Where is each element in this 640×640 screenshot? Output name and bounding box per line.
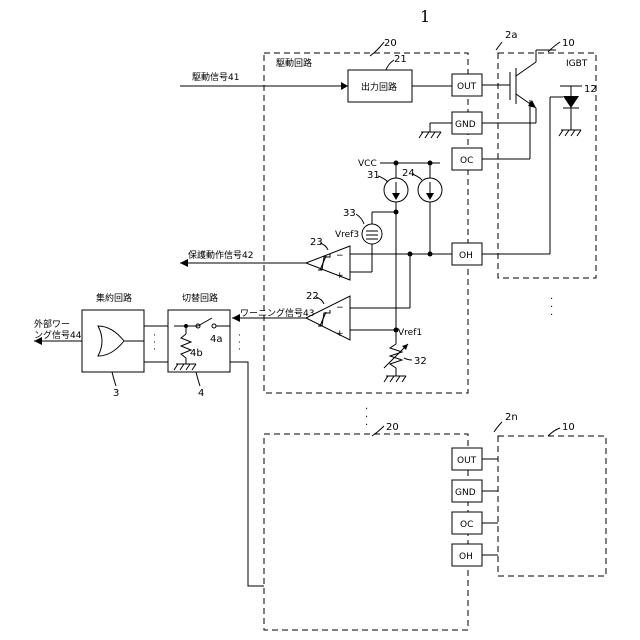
svg-text:+: + bbox=[336, 271, 344, 281]
igbt-boundary-n bbox=[498, 436, 606, 576]
leader-3 bbox=[112, 372, 116, 386]
igbt-boundary bbox=[498, 53, 596, 278]
ref-4b: 4b bbox=[190, 348, 203, 359]
drive-signal-label: 駆動信号41 bbox=[192, 71, 239, 83]
ref-12: 12 bbox=[584, 84, 597, 95]
switching-circuit-label: 切替回路 bbox=[182, 292, 218, 304]
pin-out-label: OUT bbox=[457, 82, 477, 92]
svg-text:−: − bbox=[336, 251, 344, 261]
pin-oh-n-label: OH bbox=[459, 552, 473, 562]
leader-32 bbox=[404, 358, 412, 360]
vref3-source bbox=[362, 224, 382, 244]
pin-oc-label: OC bbox=[460, 156, 473, 166]
svg-text:−: − bbox=[336, 303, 344, 313]
output-circuit-label: 出力回路 bbox=[361, 81, 397, 93]
leader-21 bbox=[386, 60, 394, 70]
temperature-diode bbox=[559, 86, 582, 136]
ellipsis-module-3: · bbox=[365, 420, 368, 431]
ref-33: 33 bbox=[343, 208, 356, 219]
igbt-symbol bbox=[482, 50, 556, 159]
aggregation-circuit-label: 集約回路 bbox=[96, 292, 132, 304]
ref-20: 20 bbox=[384, 38, 397, 49]
ref-23: 23 bbox=[310, 237, 323, 248]
ref-4: 4 bbox=[198, 388, 204, 399]
leader-2n bbox=[494, 422, 502, 432]
ref-10: 10 bbox=[562, 38, 575, 49]
svg-text:+: + bbox=[336, 329, 344, 339]
variable-resistor-32 bbox=[384, 344, 408, 382]
pin-gnd-n-label: GND bbox=[455, 488, 476, 498]
protection-signal-arrow bbox=[180, 259, 188, 267]
leader-10-lower bbox=[548, 428, 560, 436]
leader-33 bbox=[356, 214, 364, 224]
pin-gnd-label: GND bbox=[455, 120, 476, 130]
vref3-label: Vref3 bbox=[335, 230, 359, 240]
figure-number: 1 bbox=[420, 7, 430, 26]
warning-signal-arrow bbox=[232, 314, 240, 322]
vref1-label: Vref1 bbox=[398, 328, 422, 338]
drive-circuit-boundary-n bbox=[264, 434, 468, 630]
leader-2a bbox=[496, 42, 502, 50]
ref-21: 21 bbox=[394, 54, 407, 65]
warning-signal-n-line bbox=[230, 362, 264, 586]
ellipsis-3: · bbox=[153, 345, 156, 355]
cs24-oh-node bbox=[428, 252, 433, 257]
leader-4 bbox=[196, 372, 200, 386]
drive-circuit-boundary bbox=[264, 53, 468, 393]
ref-10-lower: 10 bbox=[562, 422, 575, 433]
pin-oh-label: OH bbox=[459, 251, 473, 261]
current-source-24 bbox=[418, 178, 442, 202]
ref-2n: 2n bbox=[505, 412, 518, 423]
vcc-label: VCC bbox=[358, 159, 377, 169]
comparator-23: − + bbox=[306, 246, 350, 281]
pin-oc-n-label: OC bbox=[460, 520, 473, 530]
ground-symbol-gnd bbox=[419, 123, 452, 138]
drive-circuit-title: 駆動回路 bbox=[276, 57, 312, 69]
ref-22: 22 bbox=[306, 291, 319, 302]
ellipsis-6: · bbox=[238, 345, 241, 355]
leader-20 bbox=[370, 42, 384, 56]
ref-3: 3 bbox=[113, 388, 119, 399]
ref-31: 31 bbox=[367, 170, 380, 181]
ext-warning-label-line2: ング信号44 bbox=[34, 329, 82, 341]
ref-32: 32 bbox=[414, 356, 427, 367]
ext-warning-label-line1: 外部ワー bbox=[34, 318, 70, 330]
pin-out-n-label: OUT bbox=[457, 456, 477, 466]
protection-signal-label: 保護動作信号42 bbox=[188, 249, 253, 261]
ref-20-lower: 20 bbox=[386, 422, 399, 433]
ref-2a: 2a bbox=[505, 30, 518, 41]
drive-signal-arrow bbox=[341, 82, 348, 90]
warning-signal-label: ワーニング信号43 bbox=[240, 307, 314, 319]
ref-24: 24 bbox=[402, 168, 415, 179]
ellipsis-igbt-3: · bbox=[550, 310, 553, 321]
ref-4a: 4a bbox=[210, 334, 223, 345]
igbt-label: IGBT bbox=[566, 59, 588, 69]
